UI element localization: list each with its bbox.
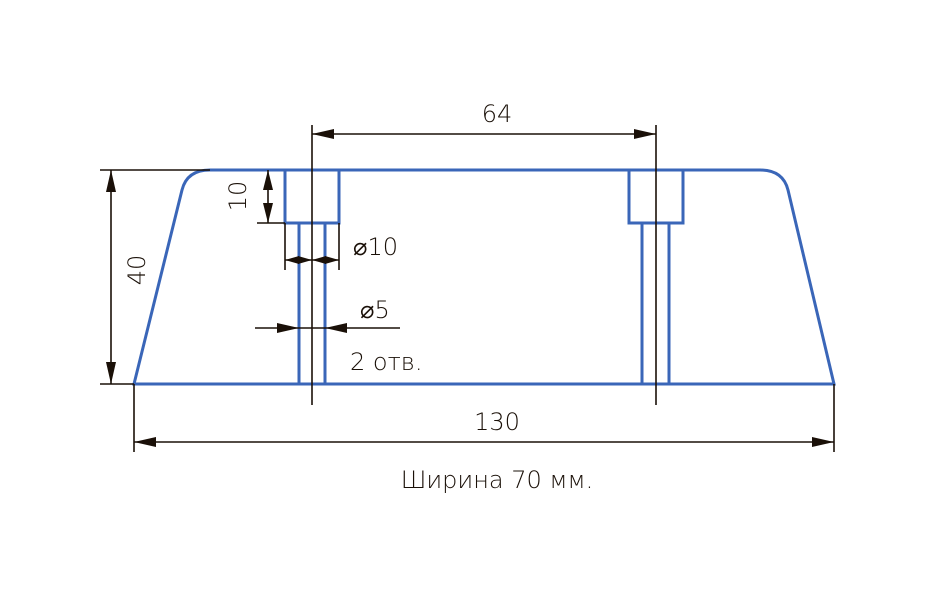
dimension-64: 64 [312, 100, 656, 139]
dimension-130-label: 130 [474, 408, 520, 436]
dimension-diameter-5: ⌀5 2 отв. [255, 296, 422, 376]
width-note: Ширина 70 мм. [401, 466, 594, 494]
dimension-10: 10 [224, 170, 285, 224]
dimension-40: 40 [100, 169, 210, 385]
hole-count-note: 2 отв. [350, 348, 422, 376]
dimension-10-label: 10 [224, 181, 252, 212]
dimension-130: 130 [133, 384, 835, 452]
dimension-40-label: 40 [123, 255, 151, 286]
dimension-64-label: 64 [482, 100, 513, 128]
dimension-diameter-5-label: ⌀5 [360, 296, 390, 324]
dimension-diameter-10: ⌀10 [284, 223, 398, 270]
part-outline [132, 168, 836, 386]
dimension-diameter-10-label: ⌀10 [353, 233, 398, 261]
